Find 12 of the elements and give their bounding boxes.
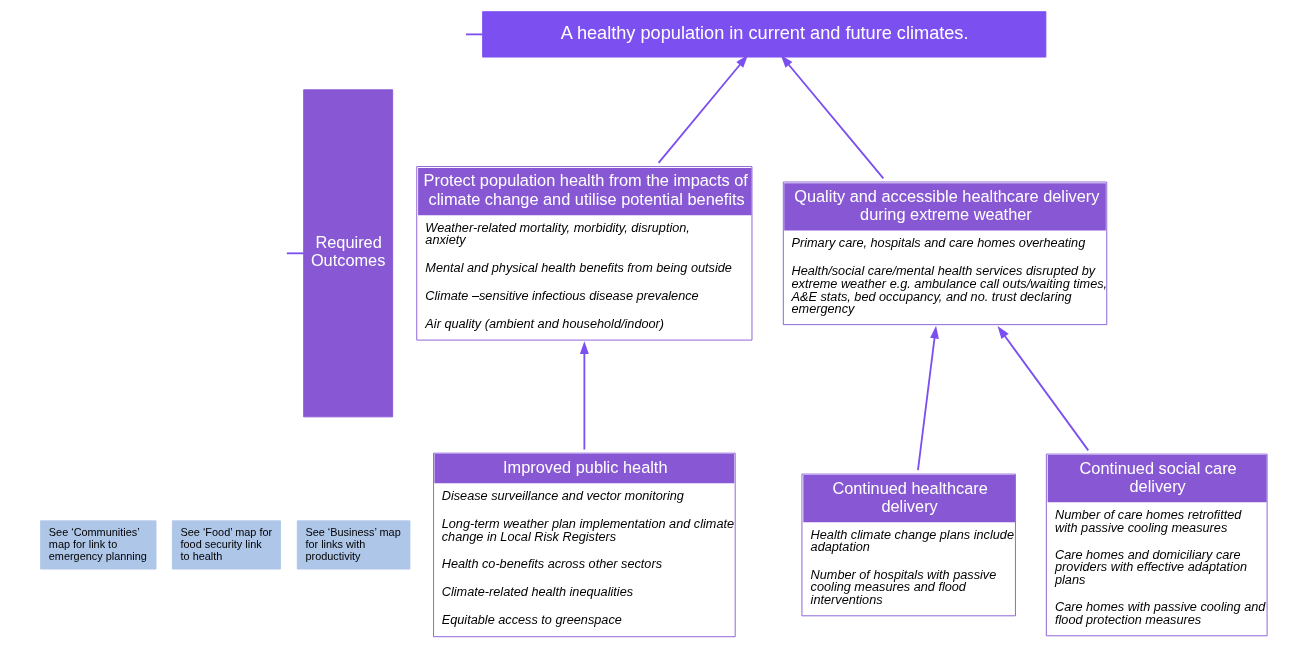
- node-box: A healthy population in current and future climates.: [482, 11, 1047, 58]
- node-box: See ‘Communities’ map for link to emergency planning: [40, 520, 157, 570]
- connector: [285, 252, 305, 255]
- node-box: See ‘Food’ map for food security link to health: [171, 520, 281, 570]
- arrow: [657, 55, 748, 164]
- arrow: [917, 325, 939, 472]
- node-box: See ‘Business’ map for links with productivity: [296, 520, 411, 570]
- arrow: [579, 341, 589, 451]
- connector: [465, 33, 484, 36]
- arrow: [997, 326, 1090, 452]
- node-box: Required Outcomes: [303, 89, 394, 418]
- arrow: [780, 55, 885, 180]
